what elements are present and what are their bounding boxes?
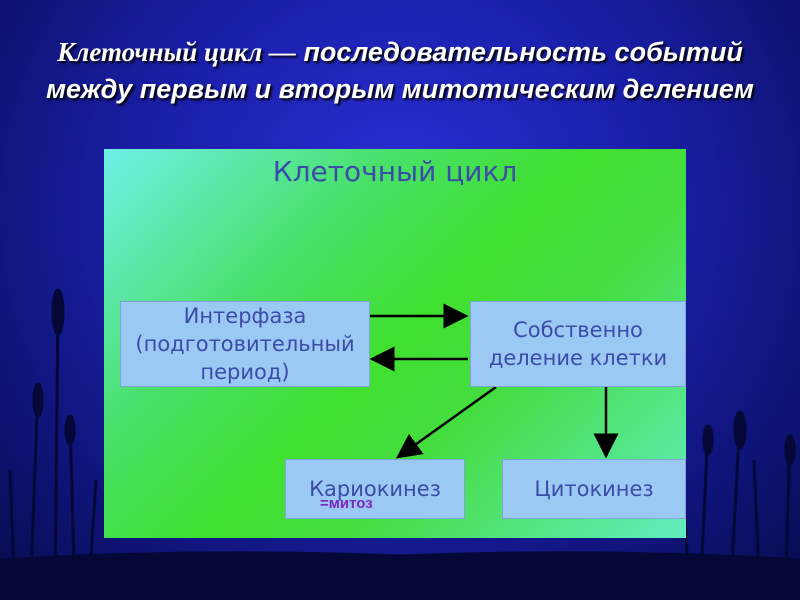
cytokinesis-box: Цитокинез: [502, 459, 686, 519]
slide-title-lead: Клеточный цикл —: [57, 37, 296, 67]
cell-division-box: Собственно деление клетки: [470, 301, 686, 387]
interphase-label: Интерфаза (подготовительный период): [135, 304, 355, 384]
cytokinesis-label: Цитокинез: [534, 477, 654, 501]
slide-title-rest: последовательность событий между первым …: [46, 37, 754, 104]
arrow-division-to-karyokinesis: [395, 385, 497, 459]
mitosis-note: =митоз: [320, 495, 373, 512]
slide-title: Клеточный цикл — последовательность собы…: [40, 34, 760, 108]
karyokinesis-box: Кариокинез: [285, 459, 465, 519]
interphase-box: Интерфаза (подготовительный период): [120, 301, 370, 387]
diagram-title: Клеточный цикл: [272, 155, 518, 188]
cell-cycle-diagram: Клеточный цикл Интерфаза (подготовительн…: [104, 149, 686, 538]
cell-division-label: Собственно деление клетки: [488, 318, 668, 370]
diagram-arrows: [369, 303, 619, 459]
karyokinesis-label: Кариокинез: [309, 477, 441, 501]
